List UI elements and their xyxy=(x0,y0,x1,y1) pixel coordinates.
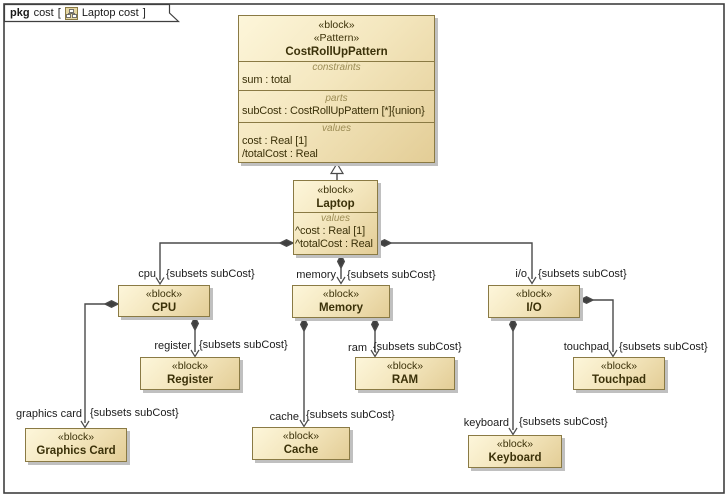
constraint-label-touchpad[interactable]: {subsets subCost} xyxy=(619,341,708,353)
role-label-touchpad[interactable]: touchpad xyxy=(563,341,609,353)
block-name: Cache xyxy=(283,444,319,456)
block-header: «block» Laptop xyxy=(294,181,377,212)
values-compartment: values ^cost : Real [1] ^totalCost : Rea… xyxy=(294,212,377,254)
value-item[interactable]: cost : Real [1] xyxy=(242,135,308,147)
block-name: Graphics Card xyxy=(36,445,116,457)
parts-compartment: parts subCost : CostRollUpPattern [*]{un… xyxy=(239,90,434,122)
block-ram[interactable]: «block» RAM xyxy=(355,357,455,390)
role-label-io[interactable]: i/o xyxy=(515,268,527,280)
role-label-cpu[interactable]: cpu xyxy=(138,268,156,280)
frame-heading[interactable]: pkg cost [ Laptop cost ] xyxy=(4,4,146,22)
role-label-ram[interactable]: ram xyxy=(348,342,367,354)
constraint-item[interactable]: sum : total xyxy=(242,74,292,86)
constraint-label-register[interactable]: {subsets subCost} xyxy=(199,339,288,351)
block-keyboard[interactable]: «block» Keyboard xyxy=(468,435,562,468)
compartment-label: constraints xyxy=(312,62,361,73)
role-label-memory[interactable]: memory xyxy=(296,269,336,281)
role-label-cache[interactable]: cache xyxy=(269,411,299,423)
association-io-keyboard[interactable] xyxy=(508,316,518,436)
stereotype-block: «block» xyxy=(322,288,360,300)
association-memory-cache[interactable] xyxy=(299,316,309,428)
block-register[interactable]: «block» Register xyxy=(140,357,240,390)
role-label-graphics-card[interactable]: graphics card xyxy=(15,408,82,420)
association-memory-ram[interactable] xyxy=(370,316,380,358)
stereotype-block: «block» xyxy=(282,430,320,442)
block-name: CPU xyxy=(151,302,177,314)
block-name: Memory xyxy=(318,302,364,314)
block-name: CostRollUpPattern xyxy=(285,46,388,58)
stereotype-block: «block» xyxy=(318,19,355,31)
association-laptop-cpu[interactable] xyxy=(155,239,295,286)
heading-close-bracket: ] xyxy=(142,7,146,19)
association-cpu-graphics-card[interactable] xyxy=(80,300,120,429)
block-name: Touchpad xyxy=(591,374,647,386)
value-item[interactable]: ^cost : Real [1] xyxy=(295,225,366,237)
stereotype-block: «block» xyxy=(496,438,534,450)
value-item[interactable]: /totalCost : Real xyxy=(242,148,318,160)
stereotype-block: «block» xyxy=(171,360,209,372)
compartment-label: values xyxy=(321,213,350,224)
part-item[interactable]: subCost : CostRollUpPattern [*]{union} xyxy=(242,105,425,117)
block-io[interactable]: «block» I/O xyxy=(488,285,580,318)
value-item[interactable]: ^totalCost : Real xyxy=(295,238,373,250)
block-memory[interactable]: «block» Memory xyxy=(292,285,390,318)
stereotype-pattern: «Pattern» xyxy=(313,32,360,44)
frame-heading-shape xyxy=(3,3,181,23)
block-graphics-card[interactable]: «block» Graphics Card xyxy=(25,428,127,462)
block-cpu[interactable]: «block» CPU xyxy=(118,285,210,317)
constraint-label-io[interactable]: {subsets subCost} xyxy=(538,268,627,280)
heading-open-bracket: [ xyxy=(57,7,61,19)
association-cpu-register[interactable] xyxy=(190,315,200,358)
generalization-laptop-costrolluppattern[interactable] xyxy=(329,162,345,181)
diagram-context-label: cost xyxy=(33,7,54,19)
block-name: Register xyxy=(166,374,214,386)
role-label-keyboard[interactable]: keyboard xyxy=(463,417,509,429)
association-laptop-memory[interactable] xyxy=(336,253,346,285)
block-cache[interactable]: «block» Cache xyxy=(252,427,350,460)
role-label-register[interactable]: register xyxy=(154,340,191,352)
block-name: Keyboard xyxy=(488,452,542,464)
diagram-type-icon xyxy=(64,6,78,20)
constraint-label-cpu[interactable]: {subsets subCost} xyxy=(166,268,255,280)
block-touchpad[interactable]: «block» Touchpad xyxy=(573,357,665,390)
constraint-label-memory[interactable]: {subsets subCost} xyxy=(347,269,436,281)
stereotype-block: «block» xyxy=(386,360,424,372)
stereotype-block: «block» xyxy=(317,184,354,196)
constraint-label-cache[interactable]: {subsets subCost} xyxy=(306,409,395,421)
block-header: «block» «Pattern» CostRollUpPattern xyxy=(239,16,434,61)
constraint-label-keyboard[interactable]: {subsets subCost} xyxy=(519,416,608,428)
block-name: I/O xyxy=(526,302,542,314)
compartment-label: parts xyxy=(325,93,348,104)
constraint-label-ram[interactable]: {subsets subCost} xyxy=(373,341,462,353)
diagram-name-label: Laptop cost xyxy=(81,7,139,19)
constraint-label-graphics-card[interactable]: {subsets subCost} xyxy=(90,407,179,419)
compartment-label: values xyxy=(322,123,351,134)
stereotype-block: «block» xyxy=(515,288,553,300)
diagram-kind-label: pkg xyxy=(10,7,30,19)
stereotype-block: «block» xyxy=(145,288,183,300)
constraints-compartment: constraints sum : total xyxy=(239,61,434,90)
association-io-touchpad[interactable] xyxy=(578,296,618,358)
values-compartment: values cost : Real [1] /totalCost : Real xyxy=(239,122,434,162)
block-name: Laptop xyxy=(316,198,355,210)
block-laptop[interactable]: «block» Laptop values ^cost : Real [1] ^… xyxy=(293,180,378,255)
block-cost-roll-up-pattern[interactable]: «block» «Pattern» CostRollUpPattern cons… xyxy=(238,15,435,163)
stereotype-block: «block» xyxy=(57,431,95,443)
stereotype-block: «block» xyxy=(600,360,638,372)
association-laptop-io[interactable] xyxy=(376,239,537,285)
block-name: RAM xyxy=(391,374,419,386)
